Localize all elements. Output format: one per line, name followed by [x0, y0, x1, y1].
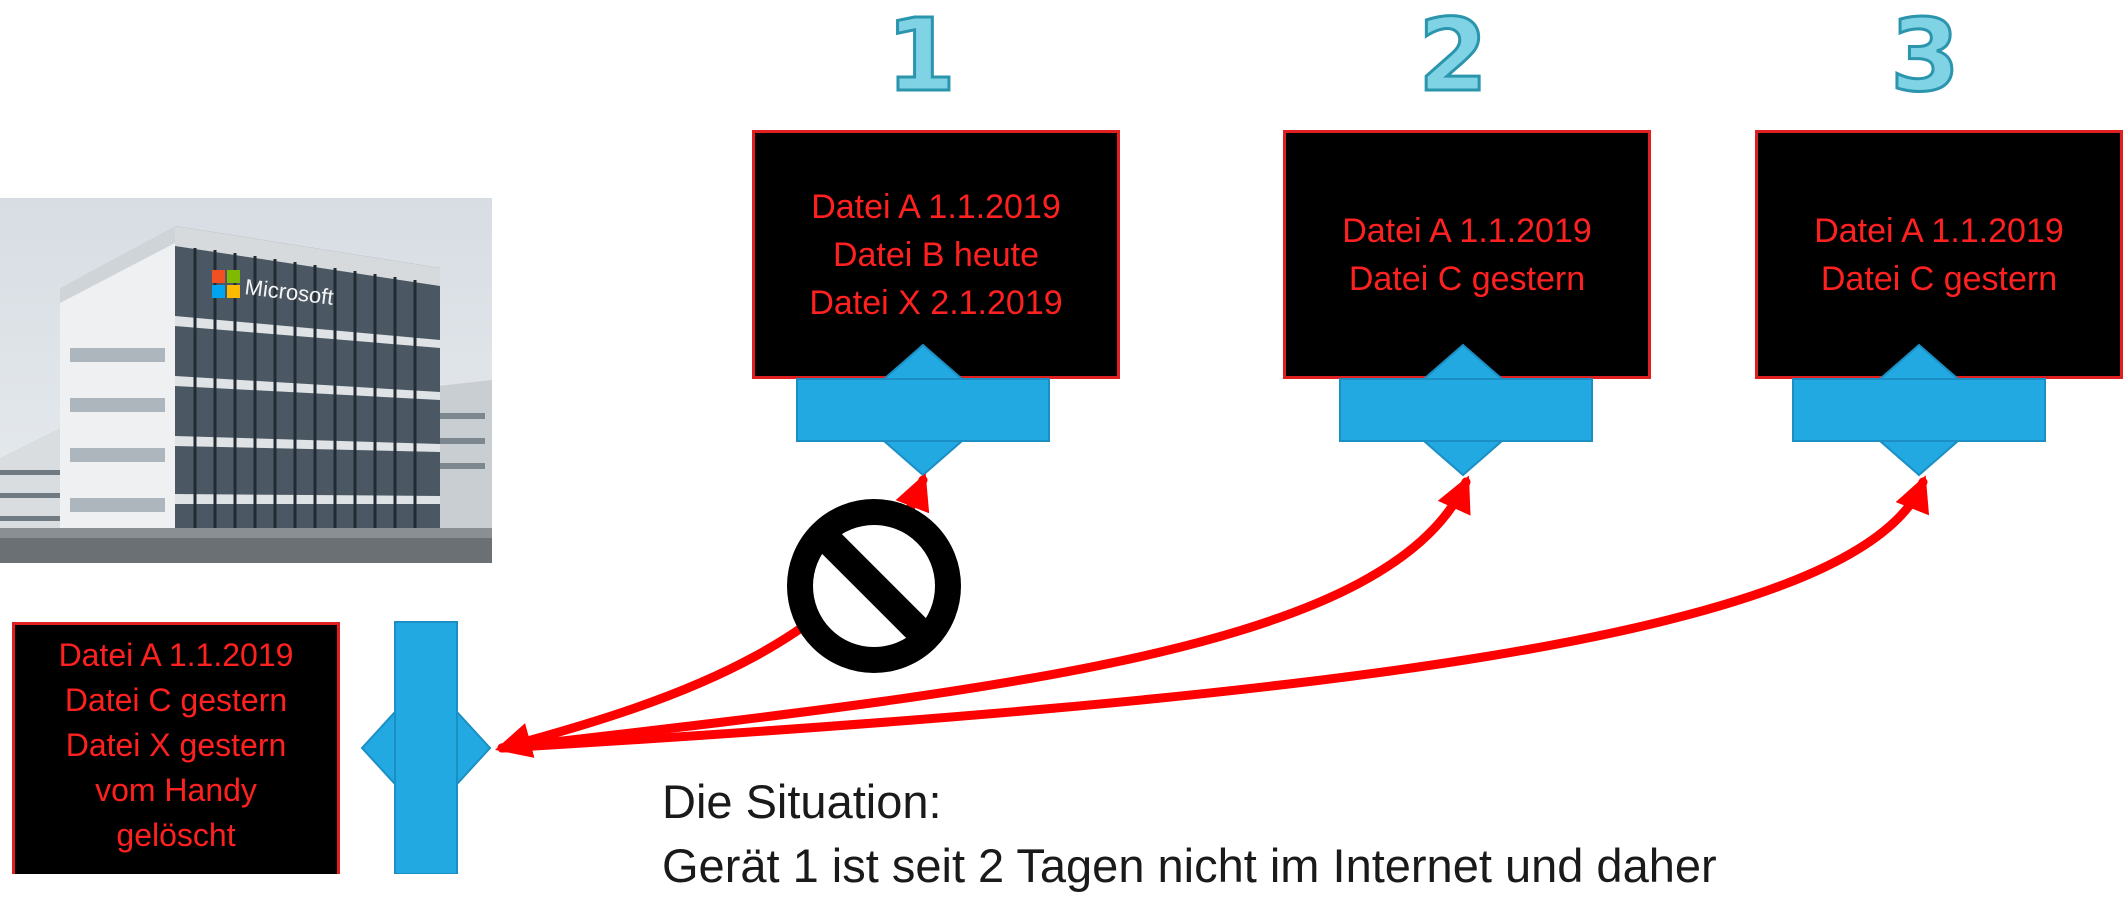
cloud-file-3: Datei X gestern — [65, 727, 287, 763]
blocked-icon — [787, 499, 961, 673]
device-3-file-list: Datei A 1.1.2019 Datei C gestern — [1814, 207, 2064, 303]
device-1-file-3: Datei X 2.1.2019 — [809, 283, 1063, 322]
device-2-sync-connector-icon — [1339, 343, 1593, 477]
device-1-file-2: Datei B heute — [832, 235, 1039, 274]
cloud-file-2: Datei C gestern — [64, 682, 288, 718]
device-3-file-1: Datei A 1.1.2019 — [1814, 211, 2064, 250]
cloud-file-list: Datei A 1.1.2019 Datei C gestern Datei X… — [59, 633, 294, 858]
situation-text: Die Situation: Gerät 1 ist seit 2 Tagen … — [662, 770, 1717, 898]
situation-heading: Die Situation: — [662, 775, 942, 828]
arrow-cloud-device-3 — [497, 475, 1929, 753]
device-number-1: 1 — [885, 0, 958, 114]
cloud-sync-connector-icon — [360, 621, 492, 874]
device-2-file-list: Datei A 1.1.2019 Datei C gestern — [1342, 207, 1592, 303]
cloud-file-5: gelöscht — [116, 817, 236, 853]
device-2-file-2: Datei C gestern — [1348, 259, 1586, 298]
device-1-box: Datei A 1.1.2019 Datei B heute Datei X 2… — [752, 130, 1120, 379]
device-number-2: 2 — [1417, 0, 1490, 114]
cloud-file-1: Datei A 1.1.2019 — [58, 637, 294, 673]
device-3-sync-connector-icon — [1792, 343, 2046, 477]
device-1-file-list: Datei A 1.1.2019 Datei B heute Datei X 2… — [809, 183, 1062, 327]
device-3-box: Datei A 1.1.2019 Datei C gestern — [1755, 130, 2123, 379]
cloud-file-4: vom Handy — [95, 772, 257, 808]
device-2-box: Datei A 1.1.2019 Datei C gestern — [1283, 130, 1651, 379]
arrow-cloud-device-2 — [497, 475, 1471, 753]
device-2-file-1: Datei A 1.1.2019 — [1342, 211, 1592, 250]
cloud-storage-box: Datei A 1.1.2019 Datei C gestern Datei X… — [12, 622, 340, 874]
device-number-3: 3 — [1889, 0, 1962, 114]
device-1-file-1: Datei A 1.1.2019 — [811, 187, 1061, 226]
device-3-file-2: Datei C gestern — [1820, 259, 2058, 298]
cloud-building-photo: Microsoft — [0, 198, 492, 563]
device-1-sync-connector-icon — [796, 343, 1050, 477]
situation-body: Gerät 1 ist seit 2 Tagen nicht im Intern… — [662, 839, 1717, 892]
diagram-overlay — [360, 343, 2046, 874]
